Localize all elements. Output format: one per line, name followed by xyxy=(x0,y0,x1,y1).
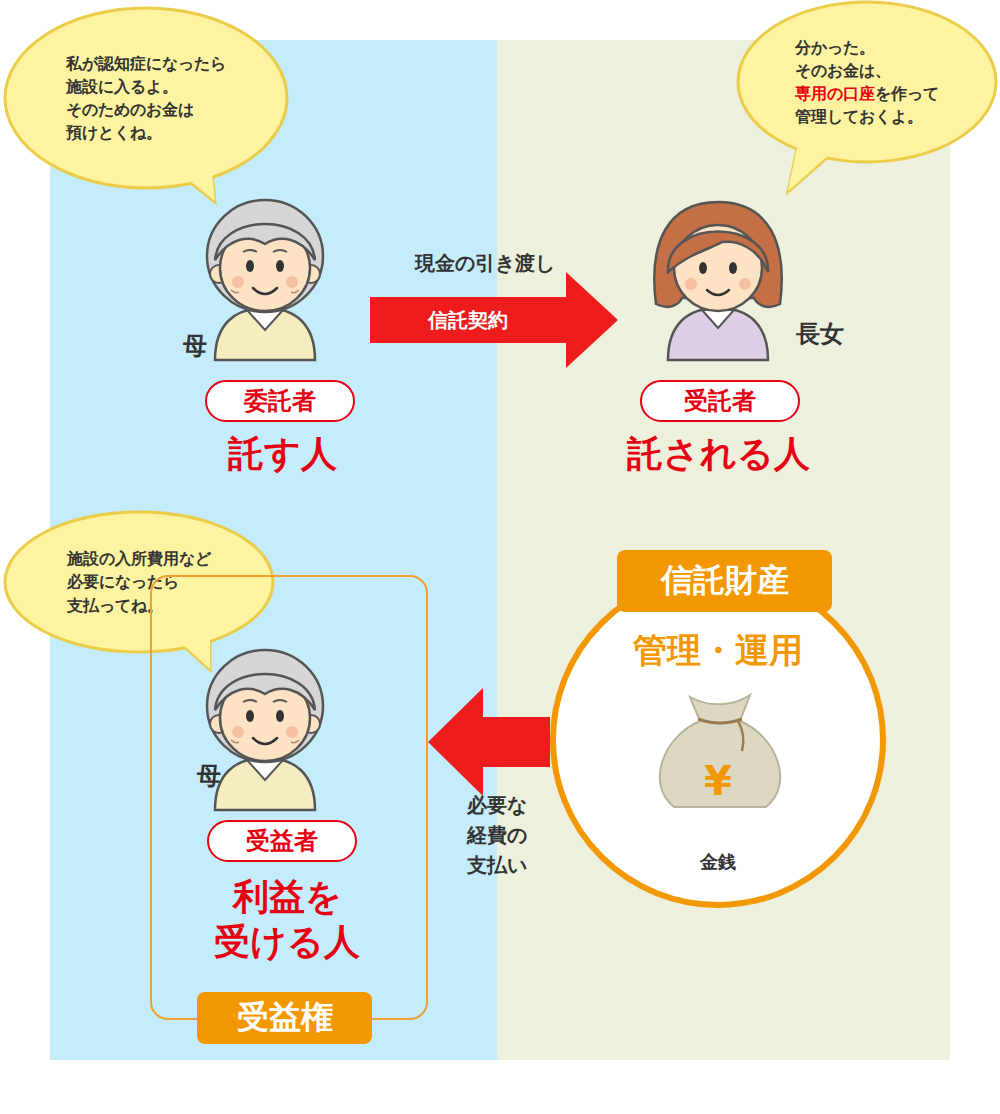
mother-figure xyxy=(207,650,323,810)
text-line: 私が認知症になったら 施設に入るよ。 そのためのお金は 預けとくね。 xyxy=(66,52,226,145)
speech-bubble: 私が認知症になったら 施設に入るよ。 そのためのお金は 預けとくね。 xyxy=(5,8,287,188)
right-badge: 受益権 xyxy=(197,992,372,1044)
arrow-label: 必要な 経費の 支払い xyxy=(467,790,527,880)
speech-bubble: 施設の入所費用など 必要になったら 支払ってね。 xyxy=(5,512,273,652)
node-caption: 金銭 xyxy=(700,850,736,874)
role-pill: 受益者 xyxy=(207,820,357,862)
bubble-text: 私が認知症になったら 施設に入るよ。 そのためのお金は 預けとくね。 xyxy=(66,52,226,145)
role-label: 受益者 xyxy=(246,825,318,857)
bubble-text: 施設の入所費用など 必要になったら 支払ってね。 xyxy=(67,547,211,617)
currency-symbol: ¥ xyxy=(704,758,732,804)
person-group: 長女託される人 受託者 xyxy=(618,180,855,480)
badge-label: 信託財産 xyxy=(661,559,789,603)
text-line: 分かった。 そのお金は、 xyxy=(795,36,939,82)
speech-text: 施設の入所費用など 必要になったら 支払ってね。 xyxy=(67,549,211,614)
speech-text: 私が認知症になったら 施設に入るよ。 そのためのお金は 預けとくね。 xyxy=(66,54,226,143)
property-disc xyxy=(553,575,883,905)
bubble-text: 分かった。 そのお金は、専用の口座を作って 管理しておくよ。 xyxy=(795,36,939,129)
bubble-outline xyxy=(738,2,996,162)
role-label: 受託者 xyxy=(684,385,756,417)
money-bag xyxy=(660,695,780,807)
trust-property-circle: 管理・運用金銭信託財産 xyxy=(550,572,886,908)
speech-text: 専用の口座 xyxy=(795,84,875,103)
node-caption: 託される人 xyxy=(627,430,810,479)
mother-panel xyxy=(50,40,497,1060)
badge-label: 受益権 xyxy=(237,996,333,1040)
daughter-panel xyxy=(497,40,950,1060)
daughter-figure xyxy=(654,202,781,360)
block-arrow xyxy=(370,272,618,368)
arrow-label: 信託契約 xyxy=(428,307,508,334)
text-line: 施設の入所費用など 必要になったら 支払ってね。 xyxy=(67,547,211,617)
node-heading: 母 xyxy=(183,330,207,362)
node-caption: 利益を 受ける人 xyxy=(214,874,360,964)
speech-text: 分かった。 そのお金は、 xyxy=(795,38,891,80)
role-pill: 受託者 xyxy=(640,380,800,422)
block-arrow xyxy=(428,688,550,796)
bubble-outline xyxy=(5,8,287,188)
note-text: 現金の引き渡し xyxy=(415,250,555,277)
node-heading: 管理・運用 xyxy=(633,628,803,674)
node-caption: 託す人 xyxy=(228,430,337,479)
node-heading: 母 xyxy=(197,760,221,792)
node-heading: 長女 xyxy=(796,318,844,350)
text-line: 専用の口座を作って 管理しておくよ。 xyxy=(795,82,939,128)
role-label: 委託者 xyxy=(244,385,316,417)
mother-figure xyxy=(207,200,323,360)
beneficiary-box: 母利益を 受ける人受益者受益権 xyxy=(150,575,428,1020)
person-group: 母託す人 委託者 xyxy=(170,180,370,480)
heading-badge: 信託財産 xyxy=(617,550,832,612)
speech-bubble: 分かった。 そのお金は、専用の口座を作って 管理しておくよ。 xyxy=(738,2,996,162)
role-pill: 委託者 xyxy=(205,380,355,422)
